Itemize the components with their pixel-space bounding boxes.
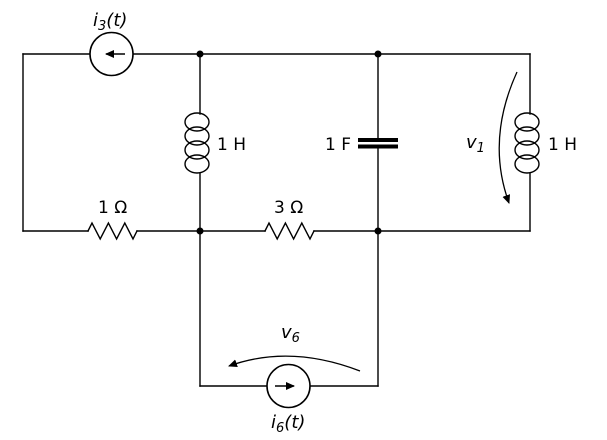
label-v1: v1: [466, 132, 485, 156]
label-v6: v6: [281, 322, 300, 346]
inductor-middle-coil: [184, 140, 210, 160]
resistor-left-zigzag: [87, 221, 138, 241]
inductor-right-coil: [514, 140, 540, 160]
current-source-i3: i3(t): [89, 10, 134, 77]
resistor-middle: 3 Ω: [264, 198, 315, 241]
label-resistor-middle: 3 Ω: [274, 198, 303, 218]
current-source-i6: i6(t) v6: [228, 322, 361, 436]
inductor-right-coil: [514, 112, 540, 132]
inductor-middle-coil: [184, 154, 210, 174]
resistor-middle-zigzag: [264, 221, 315, 241]
label-inductor-right: 1 H: [548, 135, 577, 155]
wires: [22, 53, 531, 387]
capacitor: 1 F: [325, 135, 398, 155]
inductor-right: 1 H v1: [466, 71, 577, 204]
label-i6: i6(t): [271, 412, 305, 436]
inductor-right-coil: [514, 154, 540, 174]
inductor-middle-coil: [184, 126, 210, 146]
v6-arc-arrow-icon: [228, 355, 361, 372]
label-resistor-left: 1 Ω: [98, 198, 127, 218]
label-i3: i3(t): [93, 10, 127, 34]
node-mid-right: [374, 227, 382, 235]
node-top-left: [196, 50, 204, 58]
resistor-left: 1 Ω: [87, 198, 138, 241]
v1-arc-arrow-icon: [498, 71, 518, 204]
inductor-middle: 1 H: [184, 112, 246, 174]
inductor-middle-coil: [184, 112, 210, 132]
label-capacitor: 1 F: [325, 135, 351, 155]
node-mid-left: [196, 227, 204, 235]
junction-nodes: [196, 50, 382, 235]
node-top-right: [374, 50, 382, 58]
label-inductor-middle: 1 H: [217, 135, 246, 155]
inductor-right-coil: [514, 126, 540, 146]
